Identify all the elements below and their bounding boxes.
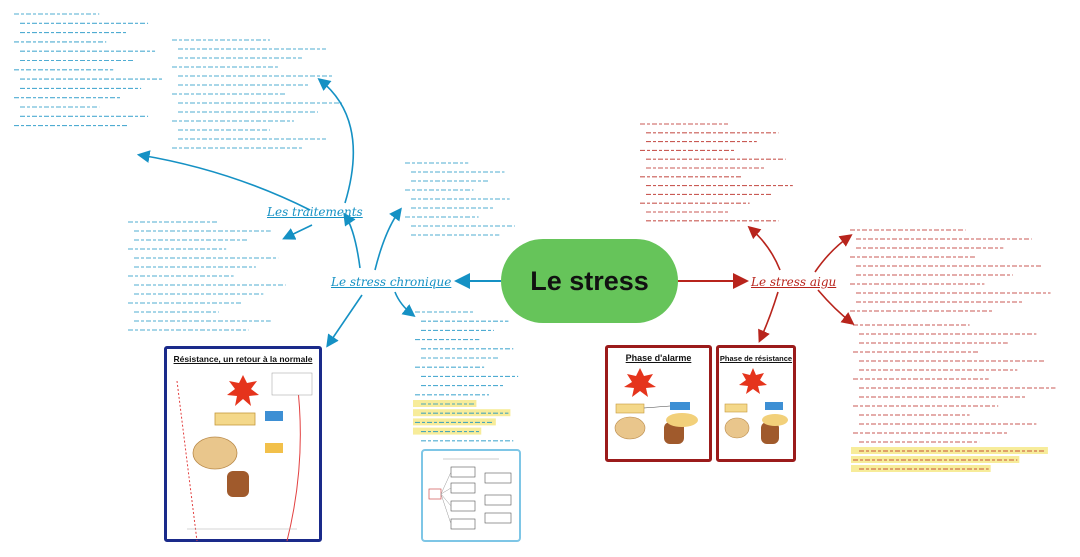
connector-treatments-left	[136, 150, 311, 211]
notes-acute-responses	[851, 324, 1056, 472]
connector-acute-alarm	[758, 291, 779, 343]
notes-acute-definition	[640, 123, 793, 222]
connector-acute-characteristics	[814, 234, 853, 273]
card-resistance-return-title: Résistance, un retour à la normale	[173, 354, 313, 364]
central-topic-node[interactable]: Le stress	[501, 239, 678, 323]
notes-chronic-definition	[405, 162, 515, 236]
branch-acute-stress[interactable]: Le stress aigu	[751, 275, 837, 289]
card-chronic-effects-diagram[interactable]	[421, 449, 521, 542]
branch-treatments[interactable]: Les traitements	[267, 205, 363, 219]
notes-treatments-other	[172, 39, 342, 149]
card-resistance-phase-title: Phase de résistance	[719, 354, 793, 363]
card-alarm-phase-title: Phase d'alarme	[625, 353, 692, 363]
resistance-phase-diagram	[724, 368, 788, 444]
chronic-effects-flow	[428, 458, 512, 530]
central-topic-label: Le stress	[530, 265, 649, 296]
connector-acute-responses	[817, 289, 855, 325]
notes-acute-characteristics	[850, 229, 1051, 312]
alarm-diagram	[614, 368, 698, 444]
notes-chronic-effects	[413, 311, 519, 442]
connector-chronic-definition	[374, 207, 402, 271]
notes-treatments-drug	[128, 221, 286, 331]
card-resistance-return[interactable]: Résistance, un retour à la normale	[164, 346, 322, 542]
connector-treatments-top	[317, 77, 355, 204]
branch-chronic-stress[interactable]: Le stress chronique	[331, 275, 452, 289]
connector-treatments-drugs	[282, 224, 313, 240]
card-resistance-phase[interactable]: Phase de résistance	[716, 345, 796, 462]
connector-chronic-card	[326, 294, 363, 348]
connector-acute-definition	[747, 225, 781, 271]
connector-chronic-treatments	[343, 212, 361, 269]
notes-treatments-nondrug	[14, 13, 163, 127]
resistance-diagram	[176, 372, 313, 542]
card-alarm-phase[interactable]: Phase d'alarme	[605, 345, 712, 462]
connector-chronic-effects	[394, 291, 416, 317]
